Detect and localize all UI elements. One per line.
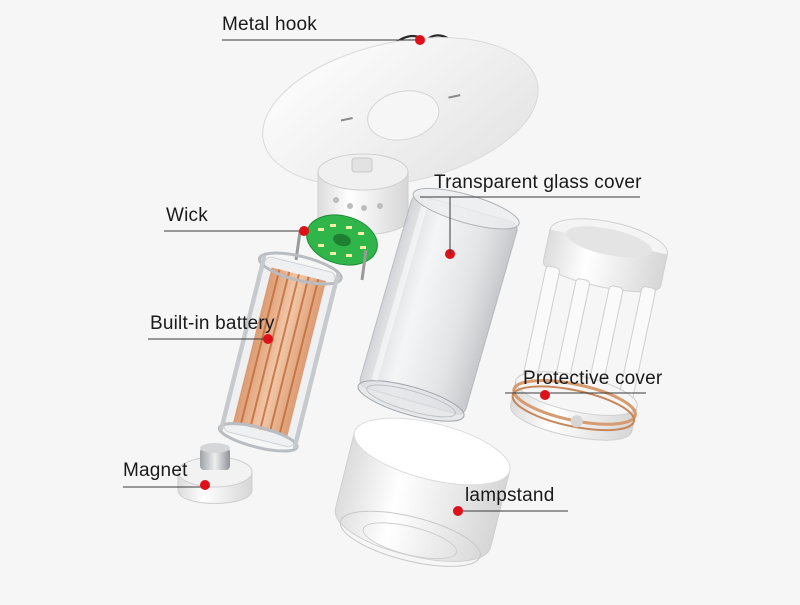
lampstand (335, 417, 511, 567)
callout-protective-cover: Protective cover (523, 368, 663, 389)
marker-dot-battery (263, 334, 273, 344)
callout-metal-hook: Metal hook (222, 14, 317, 35)
marker-dot-wick (299, 226, 309, 236)
marker-dots (200, 35, 550, 516)
callout-lampstand: lampstand (465, 485, 555, 506)
magnet-base (177, 443, 253, 504)
callout-glass-cover: Transparent glass cover (434, 172, 642, 193)
marker-dot-lampstand (453, 506, 463, 516)
battery-assembly (217, 251, 343, 453)
marker-dot-magnet (200, 480, 210, 490)
shade-disc (262, 34, 539, 187)
leader-lines (123, 39, 646, 512)
marker-dot-protective-cover (540, 390, 550, 400)
callout-wick: Wick (166, 205, 208, 226)
protective-cover (510, 218, 669, 441)
marker-dot-metal-hook (415, 35, 425, 45)
callout-magnet: Magnet (123, 460, 188, 481)
callout-battery: Built-in battery (150, 313, 275, 334)
glass-cover (357, 187, 520, 422)
